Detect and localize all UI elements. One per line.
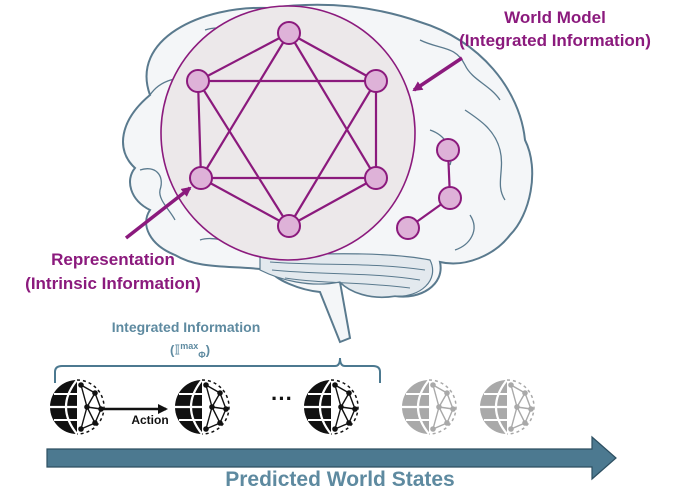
ii-symbol-base: 𝕀	[174, 342, 181, 358]
world-model-label: World Model (Integrated Information)	[430, 6, 680, 52]
network-edges	[196, 32, 378, 227]
network-node	[186, 69, 210, 93]
world-state-globe	[304, 379, 359, 435]
world-states	[50, 379, 535, 435]
action-label: Action	[131, 413, 169, 427]
world-model-arrow	[412, 56, 463, 92]
integrated-information-symbol: (𝕀maxΦ)	[169, 341, 211, 360]
world-state-globe	[50, 379, 105, 435]
world-state-globe	[402, 379, 457, 435]
chain-node	[436, 138, 460, 162]
world-model-title: World Model	[504, 8, 606, 27]
ellipsis: ···	[271, 386, 293, 411]
representation-title: Representation	[51, 250, 175, 269]
network-node	[277, 21, 301, 45]
integrated-information-label: Integrated Information	[111, 319, 261, 335]
network-node	[277, 214, 301, 238]
network-node	[189, 166, 213, 190]
chain-node	[438, 186, 462, 210]
representation-label: Representation (Intrinsic Information)	[0, 248, 226, 296]
world-state-globe	[480, 379, 535, 435]
side-chain	[396, 138, 462, 240]
representation-subtitle: (Intrinsic Information)	[25, 274, 201, 293]
network-node	[364, 166, 388, 190]
integrated-info-brace	[54, 357, 381, 383]
ii-symbol-sub: Φ	[198, 349, 206, 360]
predicted-world-states-label: Predicted World States	[225, 468, 455, 491]
network-nodes	[186, 21, 388, 238]
ii-symbol-sup: max	[180, 341, 199, 351]
timeline-arrow	[46, 435, 617, 481]
network-node	[364, 69, 388, 93]
world-model-subtitle: (Integrated Information)	[459, 31, 651, 50]
world-state-globe	[175, 379, 230, 435]
chain-node	[396, 216, 420, 240]
representation-arrow	[124, 186, 192, 240]
world-model-circle	[160, 5, 416, 261]
